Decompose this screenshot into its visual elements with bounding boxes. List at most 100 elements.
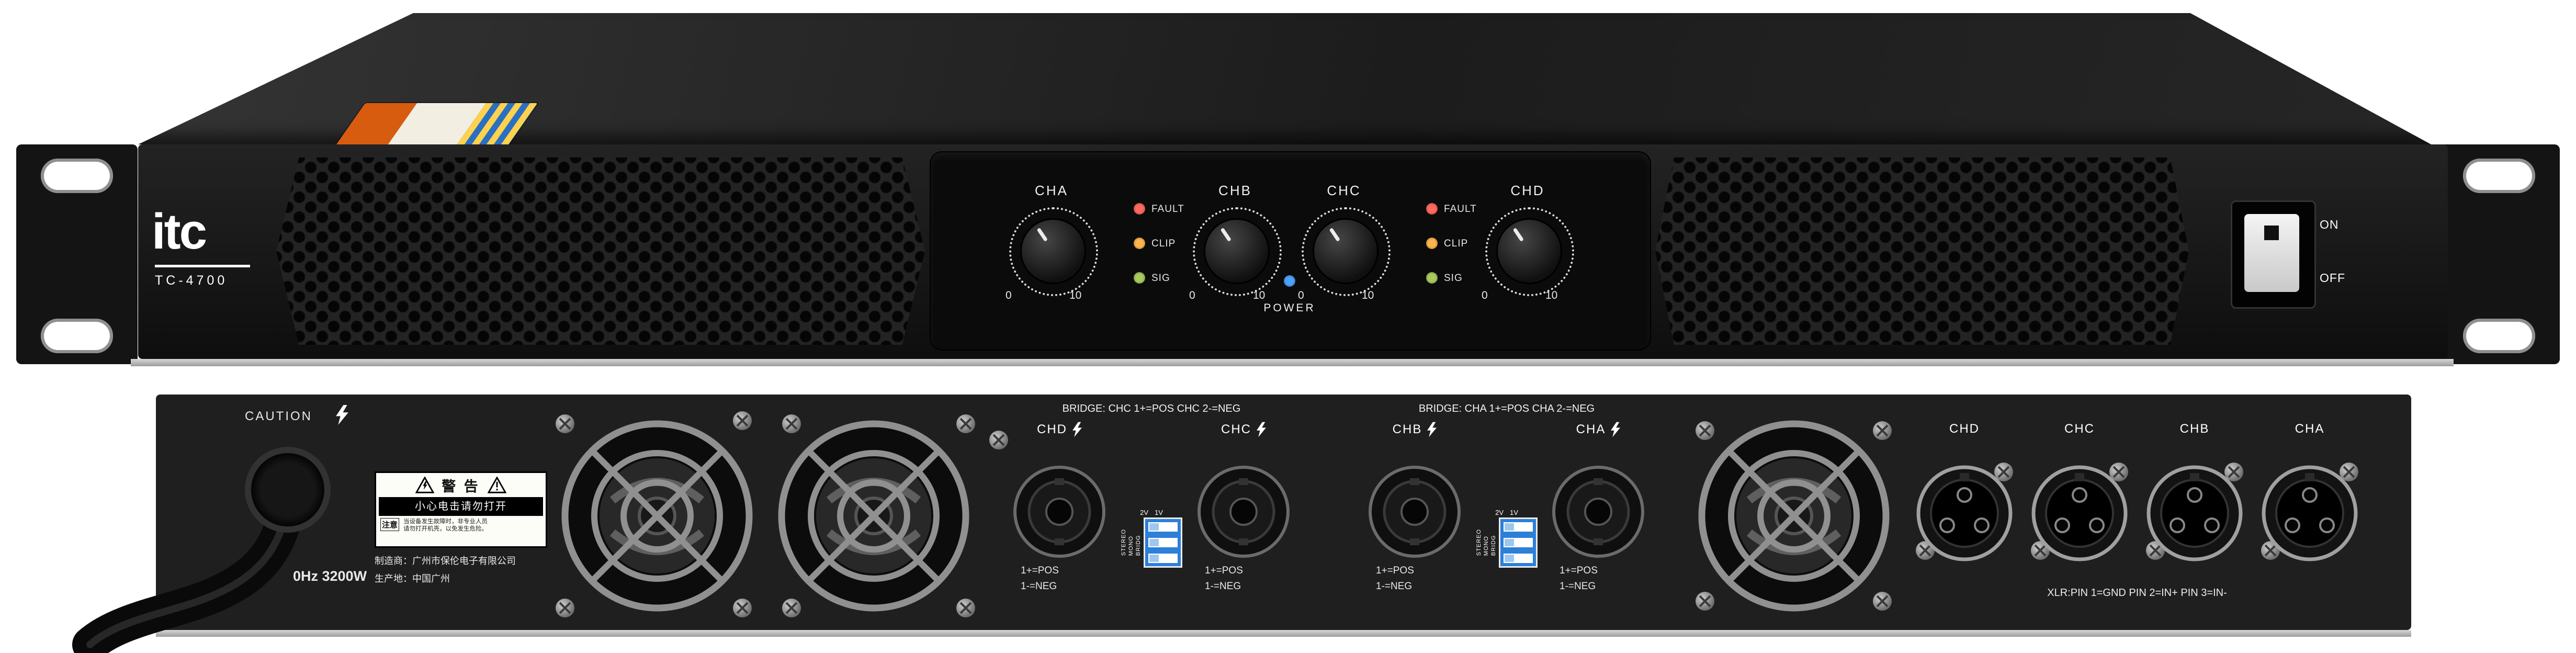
brand-underline: [155, 265, 250, 267]
warning-subtitle: 小心电击请勿打开: [379, 497, 543, 516]
cooling-fan: [1698, 420, 1890, 612]
dip-2v-label: 2V: [1140, 509, 1148, 516]
speakon-pos-label: 1+=POS: [1021, 565, 1059, 576]
screw: [1994, 463, 2013, 481]
rack-ear-right: [2438, 144, 2560, 364]
sig-led-label: SIG: [1444, 273, 1463, 284]
mode-dip-switch: 2V 1V STEREO MONO BRIDG: [1465, 509, 1549, 568]
speakon-neg-label: 1-=NEG: [1560, 581, 1596, 592]
switch-off-label: OFF: [2320, 271, 2345, 285]
speakon-neg-label: 1-=NEG: [1376, 581, 1413, 592]
knob-max-label: 10: [1362, 289, 1374, 301]
fault-led-label: FAULT: [1444, 204, 1477, 215]
power-rating-text: 0Hz 3200W: [293, 568, 367, 584]
rack-ear-left: [16, 144, 138, 364]
manufacturer-line2: 生产地：中国广州: [375, 573, 450, 584]
power-rocker-switch: [2244, 214, 2299, 292]
dip-slider: [1504, 522, 1533, 532]
fault-led: [1426, 203, 1438, 215]
dip-bridg-label: BRIDG: [1135, 535, 1142, 556]
speakon-channel-label: CHB: [1392, 422, 1422, 436]
top-sticker: [332, 102, 540, 144]
mode-dip-switch: 2V 1V STEREO MONO BRIDG: [1110, 509, 1193, 568]
screw: [733, 411, 752, 430]
dip-stereo-label: STEREO: [1476, 529, 1482, 556]
rack-mount-hole: [2463, 319, 2535, 353]
xlr-pinout-note: XLR:PIN 1=GND PIN 2=IN+ PIN 3=IN-: [2047, 587, 2227, 599]
xlr-connector-chd: [1916, 465, 2013, 561]
rack-mount-hole: [41, 159, 113, 193]
dip-bridg-label: BRIDG: [1490, 535, 1497, 556]
xlr-connector-chb: [2146, 465, 2243, 561]
screw: [1873, 592, 1892, 611]
clip-led: [1134, 238, 1145, 249]
sig-led: [1426, 272, 1438, 284]
speakon-pos-label: 1+=POS: [1560, 565, 1598, 576]
xlr-label-chc: CHC: [2064, 422, 2095, 436]
volume-knob-chb: [1204, 218, 1270, 284]
warning-triangle-bolt-icon: [415, 477, 435, 493]
power-led: [1284, 275, 1295, 287]
channel-label-chc: CHC: [1327, 183, 1361, 198]
bridge-label-2: BRIDGE: CHA 1+=POS CHA 2-=NEG: [1418, 403, 1595, 414]
xlr-connector-chc: [2031, 465, 2128, 561]
screw: [733, 599, 752, 617]
screw: [556, 414, 574, 433]
clip-led: [1426, 238, 1438, 249]
dip-1v-label: 1V: [1510, 509, 1518, 516]
front-bottom-edge: [131, 359, 2454, 366]
speakon-channel-label: CHD: [1037, 422, 1067, 436]
speakon-header-chc: CHC: [1202, 422, 1285, 437]
cable-grommet: [245, 447, 331, 533]
knob-min-label: 0: [1189, 289, 1195, 301]
warning-note-line1: 当设备发生故障时，非专业人员: [403, 519, 488, 525]
channel-label-cha: CHA: [1035, 183, 1068, 198]
xlr-label-chd: CHD: [1949, 422, 1980, 436]
knob-max-label: 10: [1253, 289, 1266, 301]
dip-2v-label: 2V: [1495, 509, 1504, 516]
lightning-bolt-icon: [1257, 422, 1266, 437]
knob-scale-ring: [1009, 207, 1098, 296]
screw: [1696, 592, 1714, 611]
volume-knob-chc: [1313, 218, 1379, 284]
screw: [2109, 463, 2128, 481]
warning-label: 警 告 小心电击请勿打开 注意 当设备发生故障时，非专业人员 请勿打开机壳，以免…: [375, 471, 547, 548]
speakon-channel-label: CHC: [1221, 422, 1251, 436]
cooling-fan: [778, 420, 969, 612]
volume-knob-cha: [1020, 218, 1086, 284]
screw: [2340, 463, 2358, 481]
xlr-label-chb: CHB: [2179, 422, 2210, 436]
speakon-pos-label: 1+=POS: [1376, 565, 1414, 576]
warning-note-label: 注意: [380, 518, 400, 531]
knob-max-label: 10: [1545, 289, 1558, 301]
volume-knob-chd: [1496, 218, 1562, 284]
knob-min-label: 0: [1482, 289, 1488, 301]
cooling-fan: [561, 420, 753, 612]
clip-led-label: CLIP: [1444, 238, 1468, 249]
speakon-channel-label: CHA: [1576, 422, 1606, 436]
screw: [1696, 421, 1714, 440]
lightning-bolt-icon: [1427, 422, 1437, 437]
speakon-connector-chb: [1369, 466, 1461, 558]
knob-scale-ring: [1193, 207, 1282, 296]
dip-switch-block: [1499, 517, 1538, 568]
xlr-label-cha: CHA: [2295, 422, 2325, 436]
dip-stereo-label: STEREO: [1121, 529, 1127, 556]
knob-min-label: 0: [1005, 289, 1012, 301]
warning-note-line2: 请勿打开机壳，以免发生危险。: [403, 526, 488, 532]
screw: [782, 414, 801, 433]
caution-label: CAUTION: [245, 409, 312, 423]
power-label: POWER: [1263, 302, 1316, 314]
screw: [956, 599, 975, 617]
power-switch-frame: [2231, 200, 2316, 309]
screw: [956, 414, 975, 433]
speakon-neg-label: 1-=NEG: [1205, 581, 1241, 592]
speakon-pos-label: 1+=POS: [1205, 565, 1243, 576]
dip-1v-label: 1V: [1155, 509, 1163, 516]
manufacturer-line1: 制造商：广州市保伦电子有限公司: [375, 556, 516, 566]
screw: [556, 599, 574, 617]
honeycomb-grille-left: [276, 157, 925, 345]
screw: [782, 599, 801, 617]
sig-led: [1134, 272, 1145, 284]
